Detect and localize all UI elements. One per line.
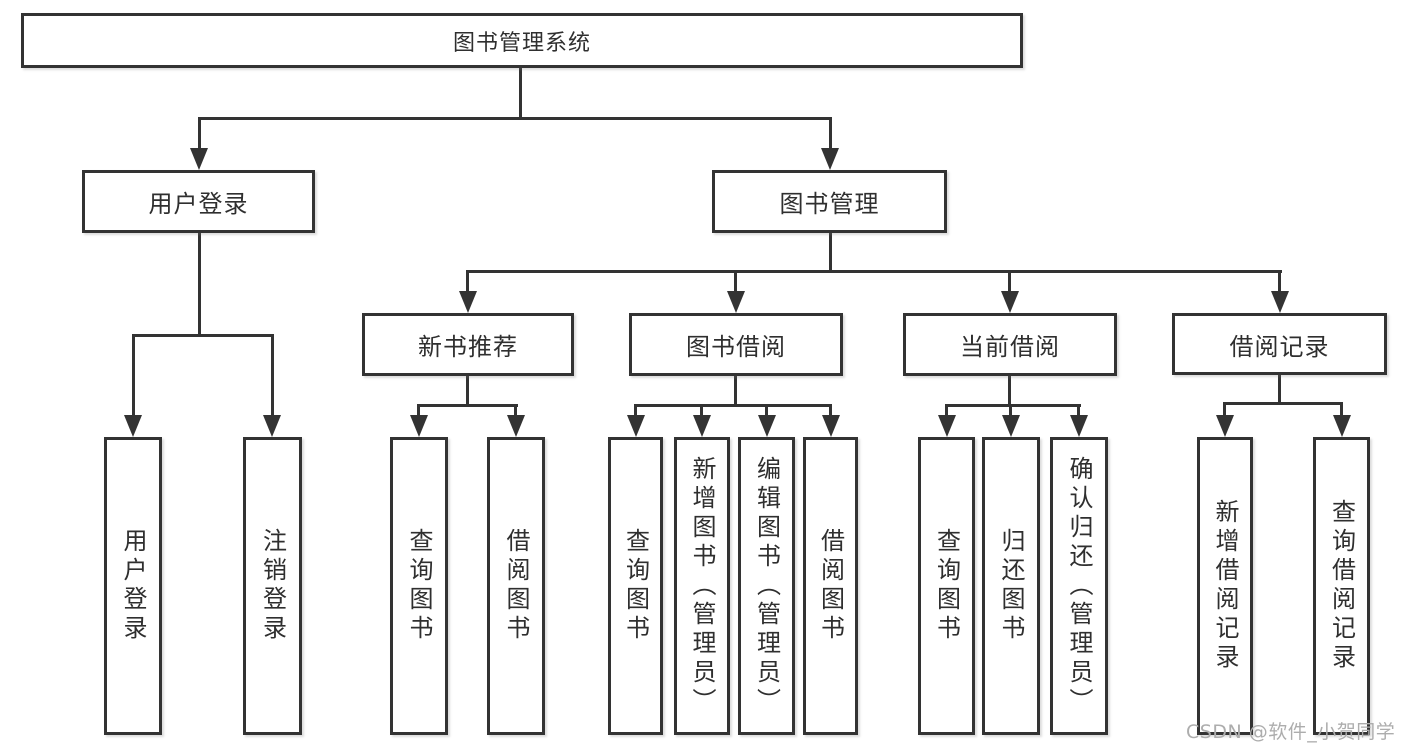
- leaf-label: 用户登录: [119, 528, 147, 644]
- leaf-label: 归还图书: [997, 528, 1025, 644]
- leaf-label: 查询借阅记录: [1327, 499, 1356, 673]
- node-label: 图书管理系统: [452, 30, 591, 56]
- connector-arrowhead: [758, 415, 776, 437]
- node-library-management-system: 图书管理系统: [21, 13, 1023, 68]
- connector-vline: [1008, 375, 1011, 407]
- leaf-label: 查询图书: [932, 528, 961, 644]
- connector-vline: [1278, 272, 1281, 293]
- leaf-label: 查询图书: [405, 528, 433, 644]
- connector-arrowhead: [1002, 415, 1020, 437]
- connector-vline: [466, 375, 469, 407]
- leaf-user-login: 用户登录: [104, 437, 162, 735]
- connector-arrowhead: [507, 415, 525, 437]
- connector-vline: [734, 375, 737, 407]
- connector-vline: [634, 406, 637, 417]
- node-label: 图书借阅: [686, 333, 786, 361]
- leaf-label: 确认归还（管理员）: [1065, 455, 1093, 717]
- connector-hline: [417, 404, 518, 407]
- connector-vline: [132, 336, 135, 417]
- leaf-query-books-current: 查询图书: [918, 437, 975, 735]
- connector-hline: [198, 117, 832, 120]
- connector-vline: [1077, 406, 1080, 417]
- leaf-add-books-admin: 新增图书（管理员）: [674, 437, 730, 735]
- connector-hline: [634, 404, 832, 407]
- leaf-label: 新增借阅记录: [1211, 499, 1239, 673]
- leaf-logout: 注销登录: [243, 437, 302, 735]
- leaf-label: 注销登录: [258, 528, 287, 644]
- connector-vline: [1009, 406, 1012, 417]
- leaf-return-books: 归还图书: [982, 437, 1040, 735]
- leaf-borrow-books: 借阅图书: [803, 437, 858, 735]
- connector-vline: [1278, 374, 1281, 405]
- connector-arrowhead: [124, 415, 142, 437]
- node-label: 用户登录: [148, 190, 249, 218]
- leaf-label: 借阅图书: [502, 528, 530, 644]
- connector-hline: [466, 270, 1282, 273]
- connector-vline: [1223, 404, 1226, 417]
- connector-vline: [700, 406, 703, 417]
- connector-vline: [417, 406, 420, 417]
- leaf-query-books-borrowing: 查询图书: [608, 437, 663, 735]
- leaf-edit-books-admin: 编辑图书（管理员）: [738, 437, 795, 735]
- node-label: 借阅记录: [1229, 332, 1330, 361]
- connector-arrowhead: [190, 148, 208, 170]
- node-label: 当前借阅: [960, 333, 1060, 361]
- connector-arrowhead: [821, 148, 839, 170]
- connector-vline: [734, 272, 737, 293]
- connector-arrowhead: [938, 415, 956, 437]
- node-book-management: 图书管理: [712, 170, 947, 233]
- leaf-label: 新增图书（管理员）: [688, 455, 716, 717]
- connector-arrowhead: [727, 291, 745, 313]
- connector-arrowhead: [263, 415, 281, 437]
- watermark: CSDN @软件_小贺同学: [1186, 721, 1396, 743]
- connector-arrowhead: [1216, 415, 1234, 437]
- node-book-borrowing: 图书借阅: [629, 313, 843, 376]
- node-new-book-recommend: 新书推荐: [362, 313, 574, 376]
- connector-arrowhead: [1333, 415, 1351, 437]
- connector-arrowhead: [1271, 291, 1289, 313]
- leaf-query-books-recommend: 查询图书: [390, 437, 448, 735]
- connector-vline: [1340, 404, 1343, 417]
- connector-vline: [271, 336, 274, 417]
- connector-vline: [765, 406, 768, 417]
- connector-arrowhead: [1070, 415, 1088, 437]
- connector-vline: [198, 119, 201, 151]
- connector-arrowhead: [459, 291, 477, 313]
- connector-hline: [945, 404, 1081, 407]
- connector-vline: [829, 232, 832, 273]
- node-current-borrowing: 当前借阅: [903, 313, 1117, 376]
- connector-vline: [466, 272, 469, 293]
- connector-arrowhead: [1001, 291, 1019, 313]
- node-label: 图书管理: [779, 190, 880, 218]
- connector-arrowhead: [822, 415, 840, 437]
- connector-arrowhead: [627, 415, 645, 437]
- connector-vline: [514, 406, 517, 417]
- leaf-confirm-return-admin: 确认归还（管理员）: [1050, 437, 1108, 735]
- connector-vline: [198, 232, 201, 337]
- leaf-label: 查询图书: [621, 528, 650, 644]
- node-label: 新书推荐: [418, 333, 518, 361]
- node-user-login: 用户登录: [82, 170, 315, 233]
- connector-vline: [829, 406, 832, 417]
- connector-vline: [829, 119, 832, 151]
- node-borrowing-records: 借阅记录: [1172, 313, 1387, 375]
- leaf-borrow-books-recommend: 借阅图书: [487, 437, 545, 735]
- leaf-add-borrow-record: 新增借阅记录: [1197, 437, 1253, 735]
- connector-arrowhead: [693, 415, 711, 437]
- leaf-label: 借阅图书: [816, 528, 845, 644]
- connector-vline: [519, 67, 522, 119]
- leaf-query-borrow-record: 查询借阅记录: [1313, 437, 1370, 735]
- connector-hline: [132, 334, 274, 337]
- connector-arrowhead: [410, 415, 428, 437]
- leaf-label: 编辑图书（管理员）: [752, 455, 781, 717]
- connector-vline: [945, 406, 948, 417]
- connector-hline: [1223, 402, 1343, 405]
- connector-vline: [1008, 272, 1011, 293]
